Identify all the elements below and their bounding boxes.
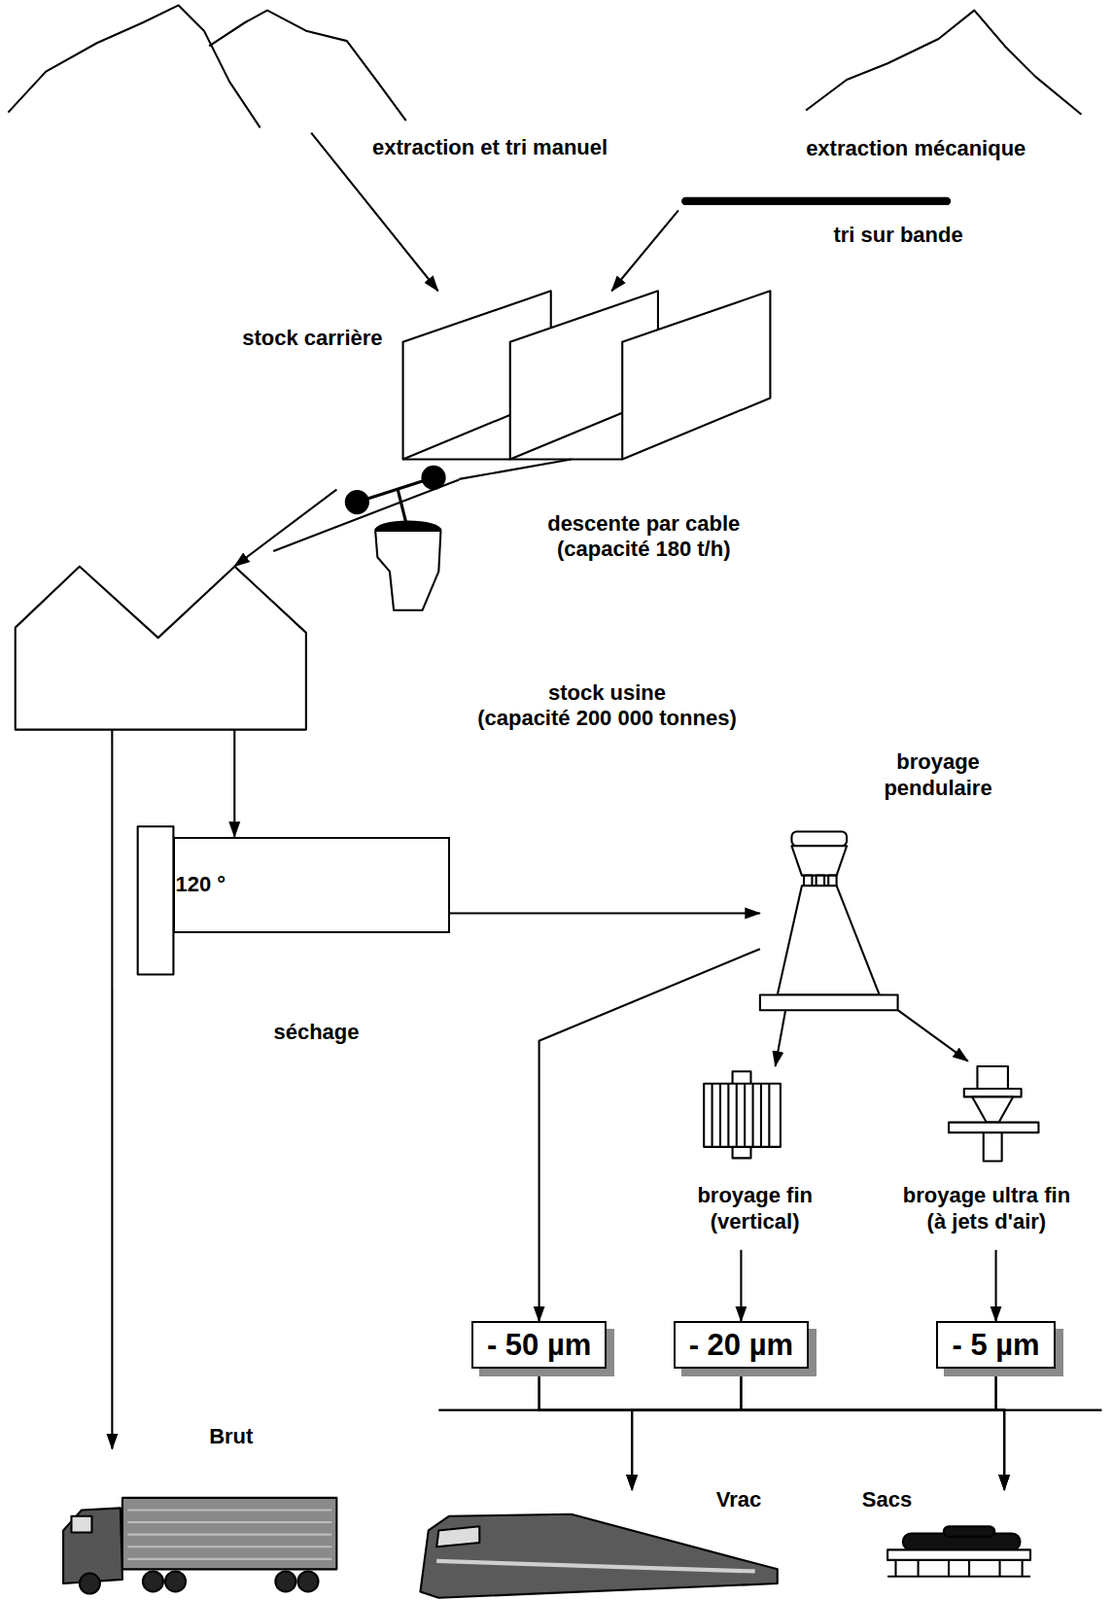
flow-arrow — [234, 489, 337, 567]
box-text: 120 ° — [174, 871, 226, 898]
stage-label: stock usine (capacité 200 000 tonnes) — [433, 680, 781, 732]
bucket-hanger — [397, 489, 406, 523]
stage-label: broyage pendulaire — [853, 749, 1022, 801]
wheel — [79, 1573, 101, 1595]
mill-head — [791, 845, 847, 875]
dryer-box: 120 °séchage — [173, 836, 450, 935]
flow-arrow — [775, 1009, 787, 1067]
flow-arrow — [539, 1368, 1006, 1490]
factory-stock: stock usine (capacité 200 000 tonnes) — [15, 565, 307, 730]
truck-stripes — [127, 1509, 332, 1559]
truck-window — [70, 1516, 92, 1533]
pulley — [346, 490, 369, 514]
mill-cap — [791, 832, 847, 847]
locomotive-stripe — [436, 1561, 755, 1571]
extraction-site: extraction mécanique — [805, 45, 1087, 117]
wheel — [275, 1570, 296, 1592]
box-text: - 20 µm — [689, 1326, 794, 1363]
mountain — [208, 10, 407, 121]
mill-base — [760, 994, 899, 1010]
wheel — [165, 1570, 186, 1592]
mountain — [805, 10, 1081, 115]
truck-trailer — [122, 1497, 337, 1569]
trough-wall — [622, 290, 770, 459]
bucket — [375, 531, 441, 611]
jet-mill-flange — [964, 1088, 1022, 1097]
locomotive-window — [436, 1526, 480, 1547]
pulley — [422, 466, 446, 489]
product-box: - 5 µm — [936, 1320, 1055, 1369]
stage-label: séchage — [205, 1019, 428, 1045]
pallet-feet — [887, 1560, 1031, 1577]
flow-arrow — [898, 1009, 969, 1061]
jet-mill-top — [976, 1066, 1008, 1089]
ultra-fine-mill: broyage ultra fin (à jets d'air) — [877, 1061, 1105, 1251]
conveyor-belt — [685, 197, 947, 206]
trough-floor — [403, 457, 624, 460]
wheel — [297, 1570, 318, 1592]
connector-layer — [111, 133, 1005, 1491]
stage-label: extraction mécanique — [805, 136, 1087, 162]
stage-label: broyage ultra fin (à jets d'air) — [868, 1182, 1104, 1235]
fine-mill-body — [703, 1083, 781, 1147]
flow-arrow — [611, 209, 679, 291]
pallet: Sacs — [862, 1489, 1036, 1581]
product-box: - 50 µm — [471, 1320, 607, 1369]
flow-arrow — [995, 1250, 998, 1321]
flow-arrow — [539, 1368, 633, 1490]
flow-arrow — [110, 729, 113, 1450]
mountain — [7, 4, 260, 128]
product-box: - 20 µm — [673, 1320, 809, 1369]
flow-arrow — [996, 1368, 1006, 1490]
flow-arrow — [739, 1250, 742, 1321]
fine-mill: broyage fin (vertical) — [678, 1066, 832, 1251]
truck-cab — [63, 1507, 123, 1584]
mill-body — [777, 885, 880, 995]
flow-arrow — [539, 948, 761, 1321]
stage-label: descente par cable (capacité 180 t/h) — [510, 511, 778, 563]
box-text: - 5 µm — [951, 1326, 1040, 1363]
flow-arrow — [740, 1368, 1005, 1490]
extraction-site: extraction et tri manuel — [9, 0, 414, 133]
stage-label: Brut — [208, 1424, 485, 1450]
pendular-mill: broyage pendulaire — [760, 831, 899, 1010]
flow-arrow — [631, 1368, 996, 1490]
fine-mill-ribs — [712, 1083, 770, 1147]
flow-arrow — [450, 911, 761, 914]
train: Vrac — [417, 1489, 781, 1599]
sorting-belt: tri sur bande — [678, 191, 954, 210]
stage-label: extraction et tri manuel — [372, 135, 776, 161]
flow-arrow — [233, 729, 236, 837]
jet-mill-outlet — [983, 1132, 1003, 1161]
mill-rollers — [803, 875, 837, 886]
flow-arrow — [631, 1368, 741, 1490]
flow-arrow — [458, 458, 571, 479]
bag — [943, 1526, 995, 1536]
jet-mill-cone — [972, 1096, 1013, 1122]
truck: Brut — [61, 1448, 337, 1597]
jet-mill-plate — [948, 1122, 1039, 1133]
locomotive — [419, 1514, 777, 1599]
stage-label: stock carrière — [199, 325, 383, 351]
stage-label: tri sur bande — [833, 222, 1109, 248]
cable-bucket: descente par cable (capacité 180 t/h) — [336, 464, 459, 613]
box-text: - 50 µm — [486, 1326, 591, 1363]
quarry-stock: stock carrière — [392, 290, 770, 459]
dryer-burner — [138, 826, 174, 974]
wheel — [142, 1570, 164, 1592]
stage-label: broyage fin (vertical) — [673, 1182, 837, 1235]
pallet-deck — [887, 1549, 1031, 1560]
stage-label: Sacs — [862, 1487, 1036, 1513]
factory-building — [15, 566, 307, 730]
